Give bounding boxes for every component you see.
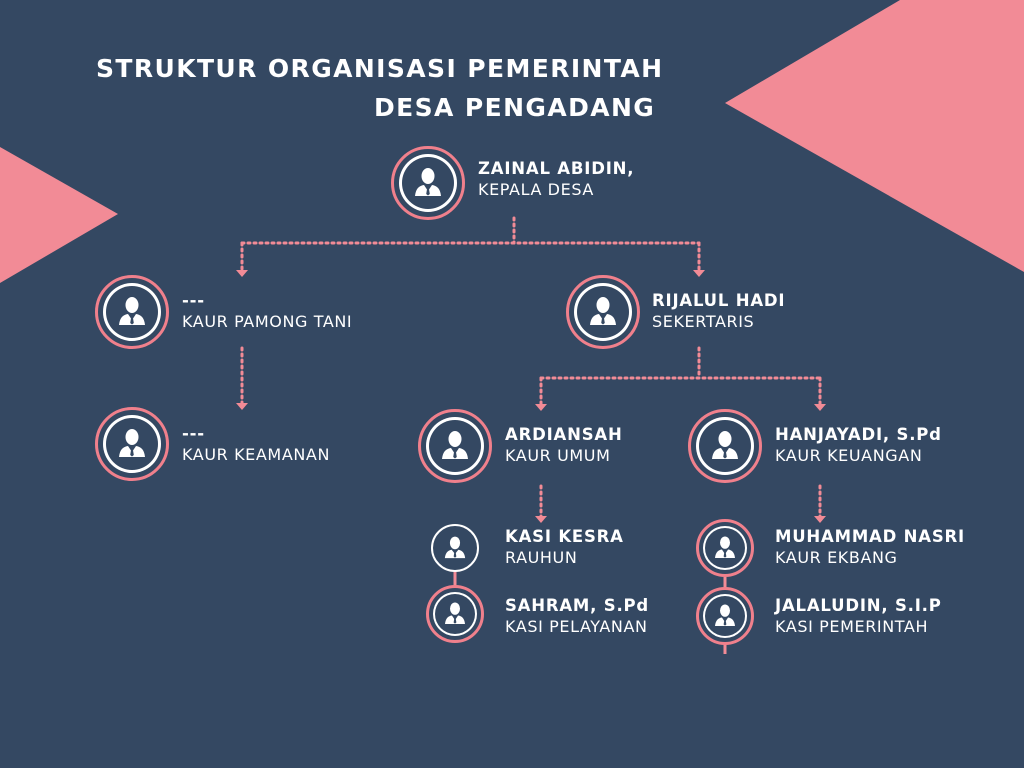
kaur-pamong-tani-role: KAUR PAMONG TANI <box>182 312 353 331</box>
person-avatar-icon <box>699 420 751 472</box>
kaur-umum-name: ARDIANSAH <box>505 425 623 444</box>
arrow-to-kaur-keuangan <box>814 404 826 411</box>
kasi-pelayanan-role: KASI PELAYANAN <box>505 617 648 636</box>
arrow-to-pamong-tani <box>236 270 248 277</box>
kaur-pamong-tani-avatar <box>95 275 169 349</box>
kasi-pemerintah-avatar <box>696 587 754 645</box>
arrow-to-kaur-umum <box>535 404 547 411</box>
person-avatar-icon <box>106 286 158 338</box>
kasi-kesra-avatar <box>431 524 479 572</box>
kasi-kesra-name: KASI KESRA <box>505 527 624 546</box>
arrow-to-sekertaris <box>693 270 705 277</box>
page-title-line-1: STRUKTUR ORGANISASI PEMERINTAH <box>96 54 664 83</box>
arrow-to-keamanan <box>236 403 248 410</box>
kasi-pelayanan-name: SAHRAM, S.Pd <box>505 596 650 615</box>
person-avatar-icon <box>705 596 745 636</box>
arrow-keuangan-down <box>814 516 826 523</box>
person-avatar-icon <box>106 418 158 470</box>
person-avatar-icon <box>577 286 629 338</box>
kepala-desa-avatar <box>391 146 465 220</box>
kasi-pelayanan-avatar <box>426 585 484 643</box>
arrow-umum-down <box>535 516 547 523</box>
kaur-ekbang-name: MUHAMMAD NASRI <box>775 527 965 546</box>
person-avatar-icon <box>429 420 481 472</box>
kaur-ekbang-role: KAUR EKBANG <box>775 548 898 567</box>
page-title-line-2: DESA PENGADANG <box>374 93 656 122</box>
person-avatar-icon <box>435 594 475 634</box>
left-triangle <box>0 147 118 283</box>
kaur-keamanan-avatar <box>95 407 169 481</box>
sekertaris-avatar <box>566 275 640 349</box>
person-avatar-icon <box>444 536 466 559</box>
kaur-keuangan-name: HANJAYADI, S.Pd <box>775 425 942 444</box>
kasi-pemerintah-name: JALALUDIN, S.I.P <box>775 596 942 615</box>
kaur-umum-role: KAUR UMUM <box>505 446 611 465</box>
sekertaris-role: SEKERTARIS <box>652 312 755 331</box>
kaur-ekbang-avatar <box>696 519 754 577</box>
top-right-triangle <box>725 0 1024 272</box>
kaur-keamanan-name: --- <box>182 424 205 443</box>
kasi-kesra-role: RAUHUN <box>505 548 578 567</box>
kaur-keuangan-role: KAUR KEUANGAN <box>775 446 923 465</box>
kaur-umum-avatar <box>418 409 492 483</box>
kaur-keamanan-role: KAUR KEAMANAN <box>182 445 331 464</box>
kasi-pemerintah-role: KASI PEMERINTAH <box>775 617 929 636</box>
kaur-keuangan-avatar <box>688 409 762 483</box>
kepala-desa-name: ZAINAL ABIDIN, <box>478 159 635 178</box>
kepala-desa-role: KEPALA DESA <box>478 180 594 199</box>
person-avatar-icon <box>705 528 745 568</box>
kaur-pamong-tani-name: --- <box>182 291 205 310</box>
sekertaris-name: RIJALUL HADI <box>652 291 786 310</box>
person-avatar-icon <box>402 157 454 209</box>
